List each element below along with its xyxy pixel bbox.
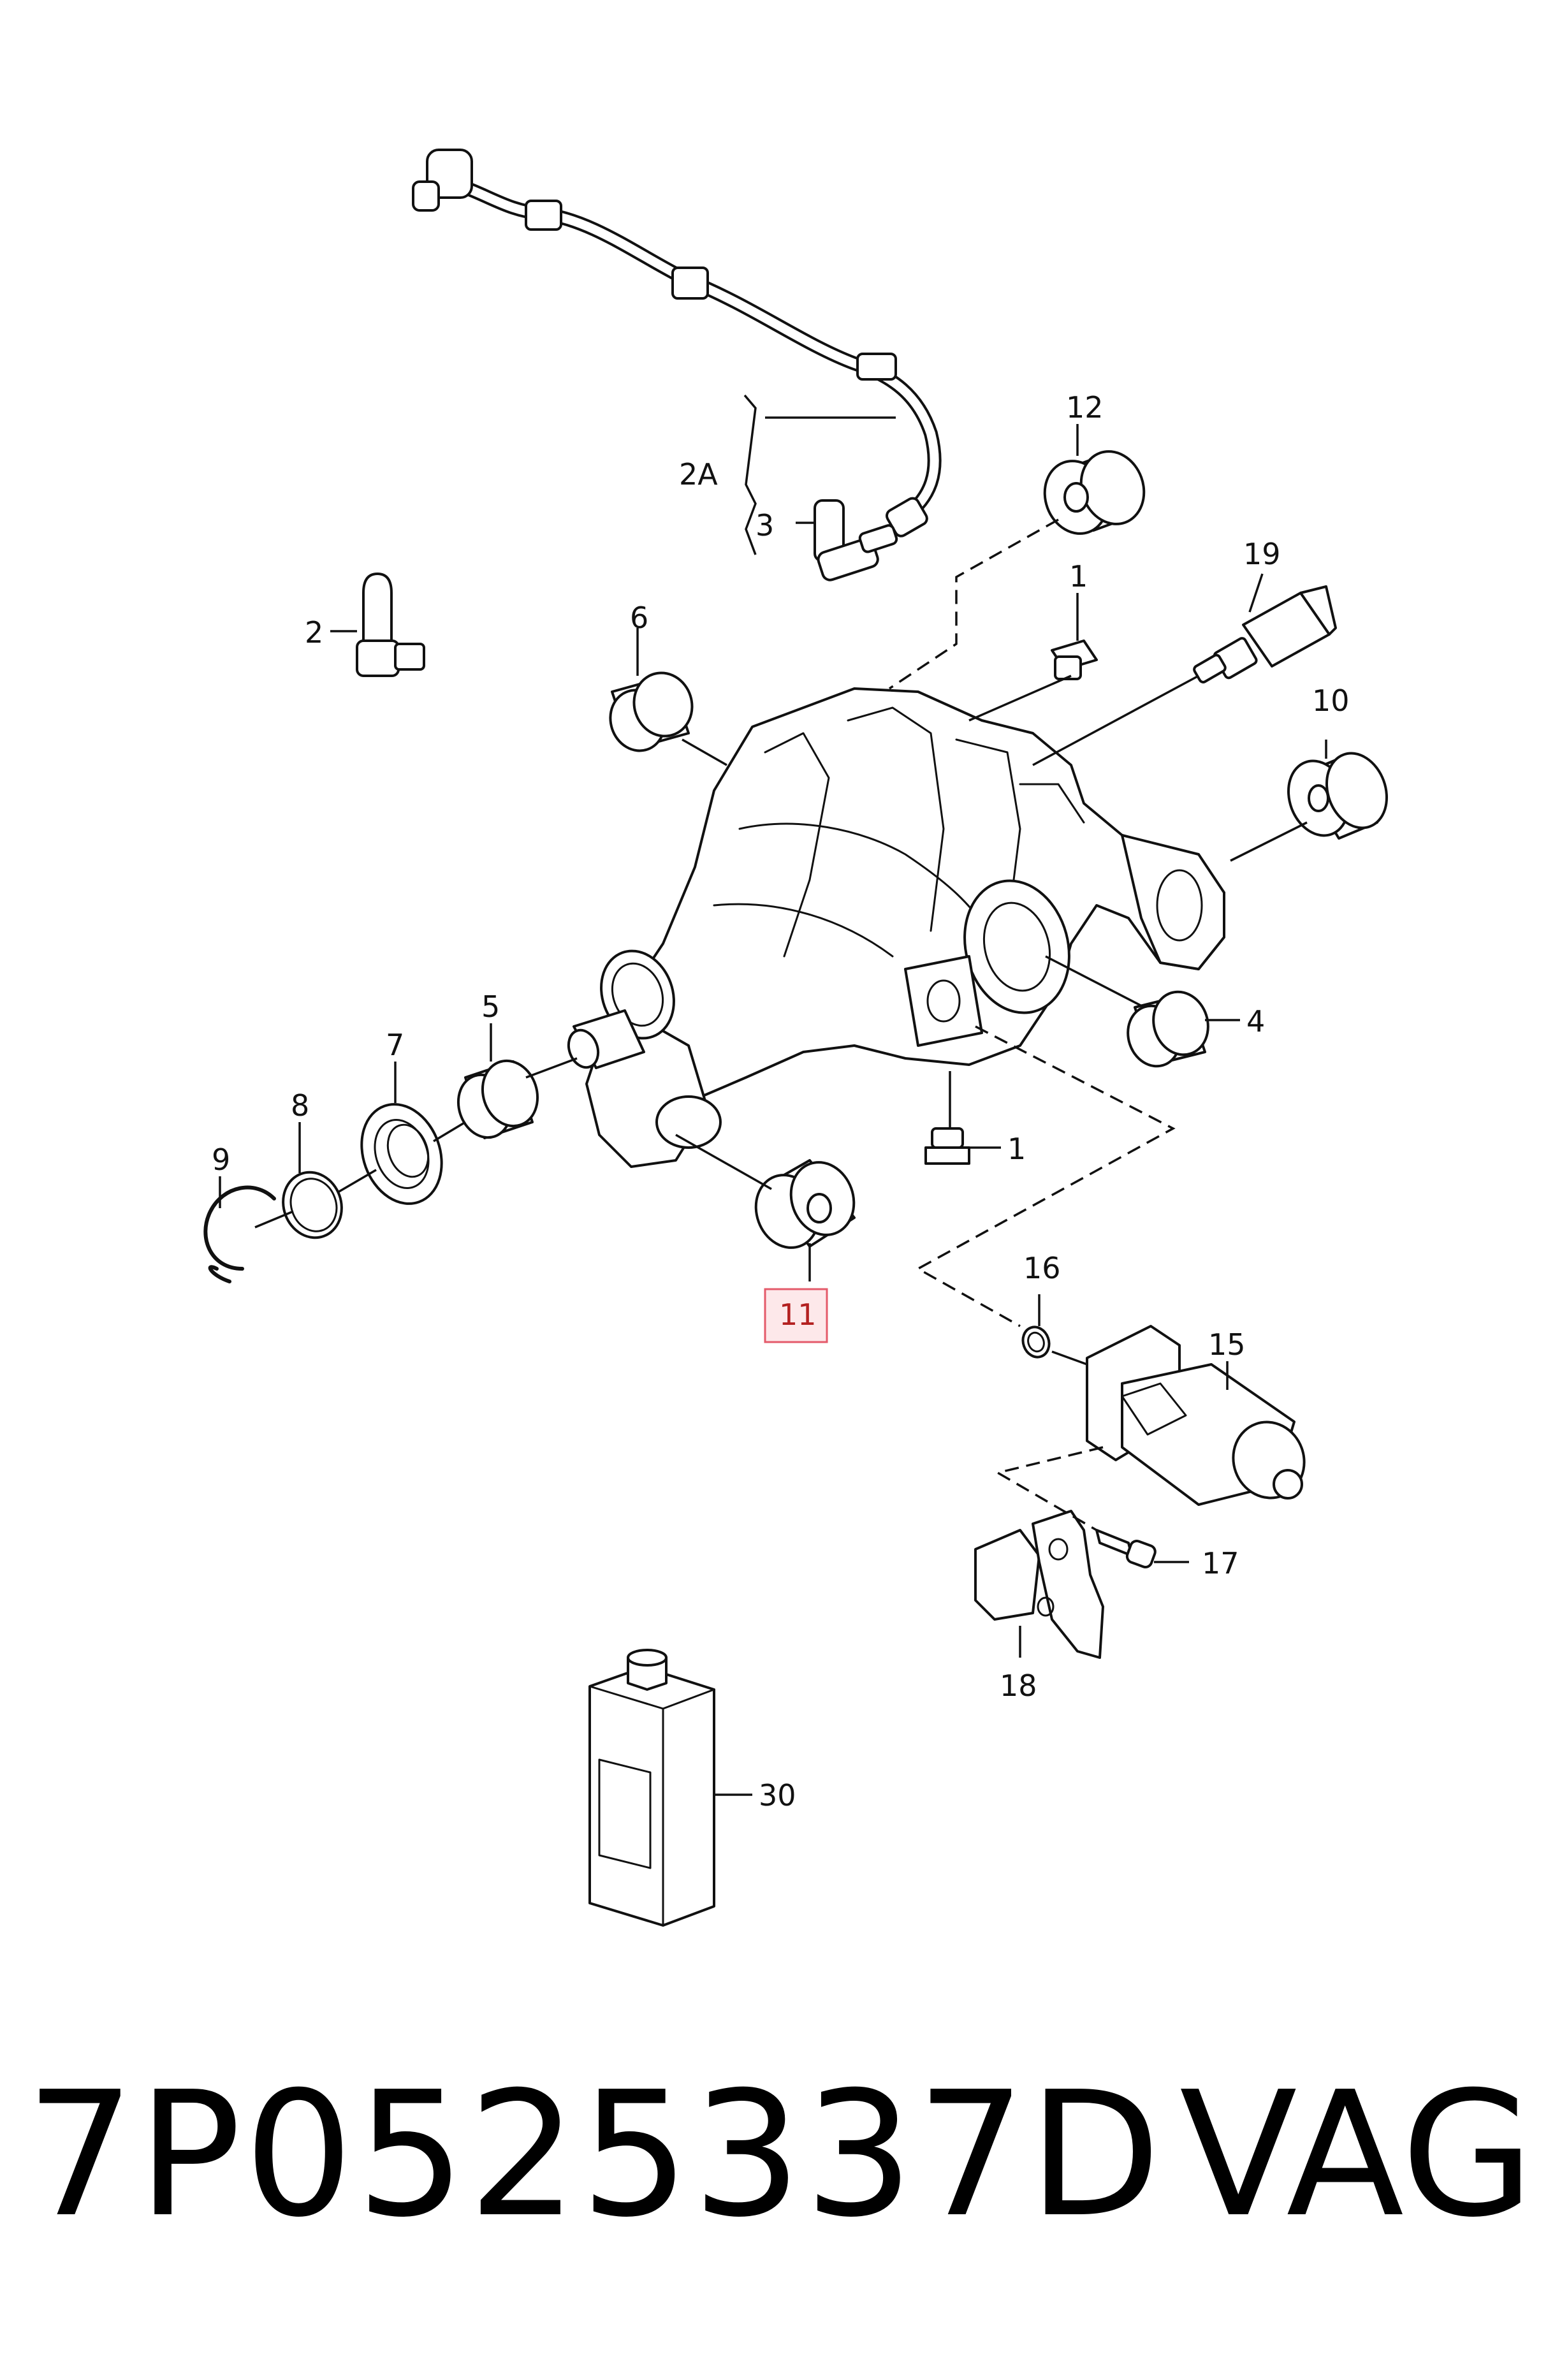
sensor-part — [356, 573, 425, 677]
callout-5: 5 — [481, 989, 500, 1024]
fluid-bottle-part-30 — [588, 1649, 715, 1927]
callout-15: 15 — [1208, 1327, 1246, 1362]
callout-19: 19 — [1243, 537, 1281, 571]
callout-18: 18 — [1000, 1668, 1037, 1703]
ring-part-4 — [1127, 990, 1209, 1068]
ring-part-5 — [456, 1059, 539, 1139]
bolt-part-17 — [1095, 1529, 1157, 1568]
breather-hose-part — [412, 149, 942, 537]
bushing-part-10 — [1287, 752, 1389, 840]
part-number-text: 7P0525337D — [26, 2054, 1164, 2255]
callout-12: 12 — [1066, 390, 1104, 425]
actuator-motor-part-15 — [1086, 1325, 1306, 1506]
callout-7: 7 — [386, 1028, 404, 1062]
leader-lines — [219, 394, 1327, 1796]
callout-1-upper: 1 — [1069, 559, 1088, 594]
callout-labels: 12 2A 3 2 1 19 6 10 4 5 7 8 9 1 11 16 15… — [212, 390, 1350, 1813]
o-ring-part-8 — [282, 1171, 343, 1239]
callout-6: 6 — [630, 601, 648, 635]
ring-part-6 — [609, 671, 694, 752]
seal-part-7 — [360, 1103, 443, 1205]
callout-2a: 2A — [679, 457, 718, 492]
callout-1-lower: 1 — [1007, 1132, 1026, 1166]
bracket-part-18 — [974, 1510, 1104, 1659]
brand-text: VAG — [1179, 2054, 1535, 2255]
callout-11: 11 — [779, 1297, 817, 1332]
callout-3: 3 — [755, 508, 774, 543]
plug-bolt-part-upper — [1051, 639, 1098, 680]
callout-4: 4 — [1246, 1004, 1265, 1039]
callout-2: 2 — [305, 615, 323, 650]
callout-9: 9 — [212, 1143, 230, 1177]
elbow-fitting-part — [814, 499, 898, 581]
callout-16: 16 — [1023, 1251, 1061, 1285]
callout-17: 17 — [1202, 1546, 1239, 1581]
callout-8: 8 — [291, 1088, 309, 1123]
callout-10: 10 — [1312, 683, 1350, 718]
callout-30: 30 — [759, 1778, 796, 1813]
o-ring-part-16 — [1021, 1325, 1051, 1359]
switch-part-19 — [1193, 585, 1337, 683]
bushing-part-11 — [754, 1159, 856, 1249]
plug-bolt-part-lower — [924, 1127, 970, 1165]
differential-housing — [567, 687, 1225, 1168]
circlip-part-9 — [203, 1185, 276, 1283]
bushing-part-12 — [1043, 450, 1146, 535]
highlight-box-11 — [764, 1288, 828, 1343]
